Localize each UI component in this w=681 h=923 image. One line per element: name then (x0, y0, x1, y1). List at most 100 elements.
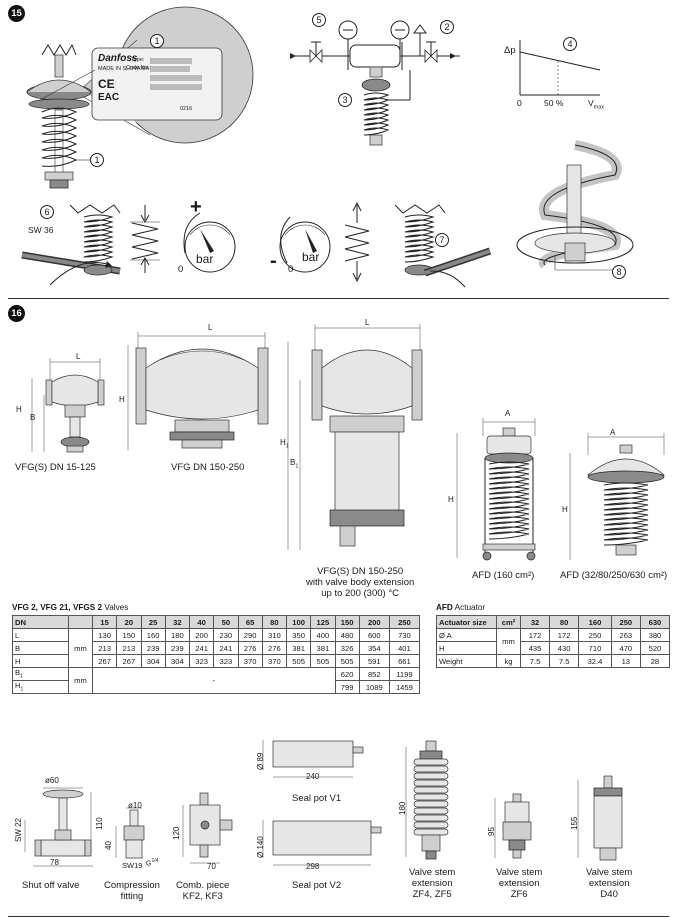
callout-5: 5 (312, 13, 326, 27)
gauge-right-zero: 0 (288, 264, 294, 275)
afd-other-A: A (610, 428, 616, 437)
cell: 1459 (388, 680, 421, 694)
afd-hdr-80: 80 (549, 615, 580, 629)
cell: 470 (610, 641, 641, 655)
cell: 172 (519, 628, 551, 642)
afd-hdr-size: Actuator size (436, 615, 497, 629)
row-label-b1-text: B (15, 668, 21, 678)
hdr-dn40: 40 (188, 615, 215, 629)
cell: 326 (334, 641, 360, 655)
table-row: H1 799 1089 1459 (12, 680, 421, 694)
cell: 401 (388, 641, 421, 655)
row-label-b1-sub: 1 (20, 673, 23, 680)
caption-compression-line2: fitting (120, 891, 144, 902)
vfg-ext-B1-sub: 1 (295, 463, 299, 470)
cell: 710 (578, 641, 612, 655)
caption-zf4: Valve stem extension ZF4, ZF5 (409, 867, 455, 900)
caption-zf6-line1: Valve stem (496, 867, 543, 878)
callout-1-spring: 1 (90, 153, 104, 167)
zf4-h180: 180 (398, 801, 407, 815)
cell: 381 (310, 641, 336, 655)
row-unit-mm: mm (496, 628, 521, 655)
afd-table-title-bold: AFD (436, 603, 453, 612)
table-row: Ø A mm 172 172 250 263 380 (436, 628, 671, 655)
hdr-dn100: 100 (285, 615, 312, 629)
callout-6: 6 (40, 205, 54, 219)
table-row: Weight kg 7.5 7.5 32.4 13 28 (436, 654, 671, 668)
cell: 310 (261, 628, 288, 642)
stem-ext-zf4-drawing (398, 735, 468, 865)
caption-d40-line1: Valve stem (586, 867, 633, 878)
table-row: B1 mm - 620 852 1199 (12, 667, 421, 694)
afd-other-drawing (560, 425, 670, 570)
vfg-large-drawing (120, 320, 280, 460)
cell: 600 (358, 628, 390, 642)
seal-pot-v2-drawing (255, 815, 385, 875)
cell: 661 (388, 654, 421, 668)
cell: 505 (334, 654, 360, 668)
cell: 370 (237, 654, 263, 668)
comb-g: G1/4 (146, 858, 158, 867)
nameplate-brand: Danfoss (98, 53, 138, 64)
hdr-dn150: 150 (334, 615, 360, 629)
cell: 480 (334, 628, 360, 642)
row-label: L (12, 628, 69, 642)
cell: 730 (388, 628, 421, 642)
cell: 290 (237, 628, 263, 642)
hdr-dn250: 250 (388, 615, 421, 629)
afd160-A: A (505, 409, 511, 418)
nameplate-code-no: Code No.: (126, 65, 151, 71)
compression-d10: ø10 (128, 801, 142, 810)
table-row: H 267 267 304 304 323 323 370 370 505 50… (12, 654, 421, 668)
comb-h120: 120 (172, 826, 181, 840)
caption-comb-line1: Comb. piece (176, 880, 230, 891)
graph-x0: 0 (517, 98, 522, 108)
vfg-large-L: L (208, 323, 213, 332)
compression-sw19: SW19 (122, 861, 143, 870)
cell: 350 (285, 628, 312, 642)
hdr-dn200: 200 (358, 615, 390, 629)
row-label-h1-text: H (15, 681, 21, 691)
caption-vfg-ext-line1: VFG(S) DN 150-250 (317, 566, 404, 577)
afd-table-header: Actuator size cm² 32 80 160 250 630 (436, 615, 671, 629)
cell: 400 (310, 628, 336, 642)
seal-v2-w298: 298 (306, 862, 320, 871)
cell: 1089 (358, 680, 390, 694)
d40-h155: 155 (570, 816, 579, 830)
row-label: H (436, 641, 497, 655)
nameplate-week: 0216 (180, 106, 193, 112)
cell: 239 (140, 641, 166, 655)
vfg-ext-L: L (365, 318, 370, 327)
cell: 263 (610, 628, 641, 642)
caption-shutoff: Shut off valve (22, 880, 80, 891)
zf6-h95: 95 (487, 827, 496, 836)
row-label: H (12, 654, 69, 668)
table-row: H 435 430 710 470 520 (436, 641, 671, 655)
cell: 213 (116, 641, 142, 655)
section-divider-1 (8, 298, 669, 299)
comb-g-letter: G (146, 860, 152, 868)
vfg-small-B: B (30, 413, 36, 422)
caption-zf6-line2: extension (498, 878, 540, 889)
caption-d40-line3: D40 (600, 889, 618, 900)
caption-seal-v1: Seal pot V1 (292, 793, 342, 804)
installation-schematic (280, 5, 470, 155)
afd160-H: H (448, 495, 454, 504)
table-row: B 213 213 239 239 241 241 276 276 381 38… (12, 641, 421, 655)
graph-xmax-label: V (588, 98, 594, 108)
cell: 130 (91, 628, 118, 642)
callout-3: 3 (338, 93, 352, 107)
afd-table-title-rest: Actuator (452, 603, 486, 612)
hdr-dn15: 15 (91, 615, 118, 629)
cell: 591 (358, 654, 390, 668)
cell: 354 (358, 641, 390, 655)
caption-zf4-line3: ZF4, ZF5 (412, 889, 452, 900)
cell: 430 (549, 641, 580, 655)
vfg-ext-H1: H1 (280, 438, 289, 450)
cell: 435 (519, 641, 551, 655)
row-label: Weight (436, 654, 497, 668)
stem-ext-zf6-drawing (487, 790, 547, 865)
row-label-b1: B1 (12, 667, 69, 681)
valve-table-title: VFG 2, VFG 21, VFGS 2 Valves (12, 603, 128, 612)
cell: 304 (140, 654, 166, 668)
